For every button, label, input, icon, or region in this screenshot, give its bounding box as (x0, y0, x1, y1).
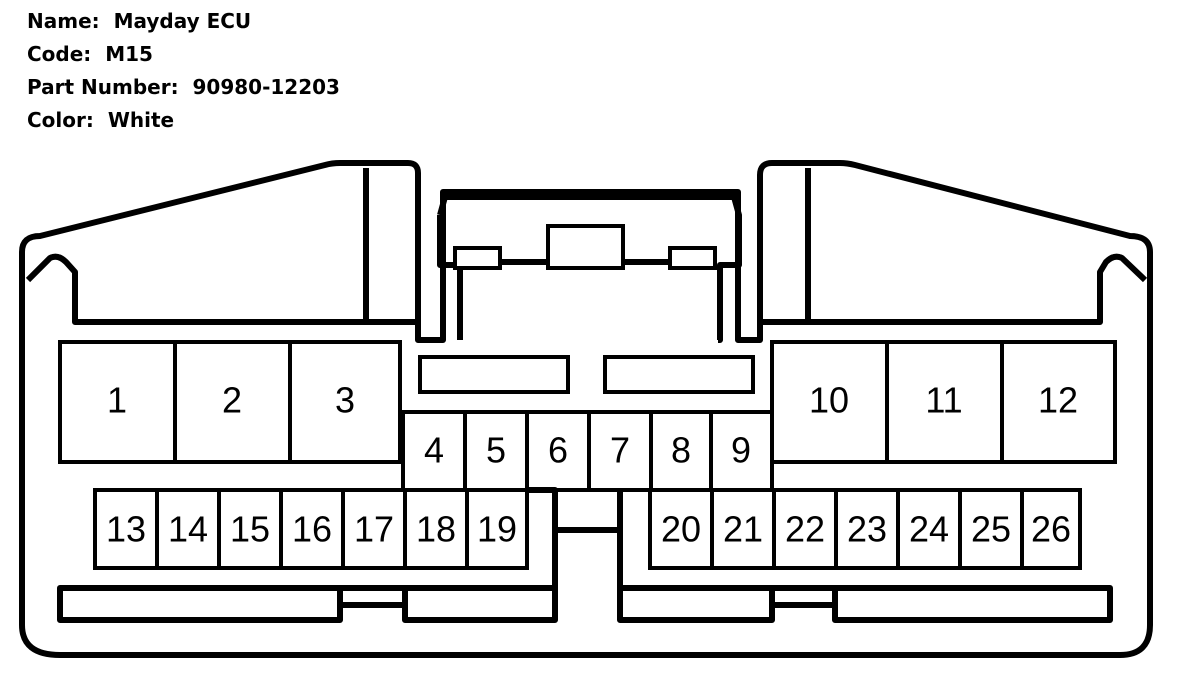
pin-5-label: 5 (486, 430, 506, 471)
pin-23-label: 23 (847, 509, 887, 550)
pin-23-cell: 23 (834, 488, 900, 570)
pin-19-label: 19 (477, 509, 517, 550)
pin-5-cell: 5 (463, 410, 529, 492)
bottom-rail-left (57, 585, 558, 623)
pin-26-label: 26 (1031, 509, 1071, 550)
pin-8-cell: 8 (649, 410, 713, 492)
pin-3-cell: 3 (288, 340, 402, 464)
pin-8-label: 8 (671, 430, 691, 471)
pin-21-cell: 21 (710, 488, 776, 570)
pin-11-cell: 11 (885, 340, 1004, 464)
pin-21-label: 21 (723, 509, 763, 550)
pin-19-cell: 19 (465, 488, 529, 570)
pin-18-label: 18 (416, 509, 456, 550)
pin-7-label: 7 (610, 430, 630, 471)
pin-1-cell: 1 (58, 340, 177, 464)
pin-1-label: 1 (107, 380, 127, 421)
name-label: Name: (27, 9, 100, 33)
pin-13-cell: 13 (93, 488, 159, 570)
key-slot-left (418, 355, 570, 394)
pin-9-cell: 9 (709, 410, 774, 492)
pin-18-cell: 18 (403, 488, 469, 570)
pin-11-label: 11 (925, 380, 962, 421)
pin-12-label: 12 (1038, 380, 1078, 421)
pin-9-label: 9 (731, 430, 751, 471)
left-shoulder-inner (25, 253, 418, 325)
latch-tab-center (546, 224, 625, 270)
part-number-label: Part Number: (27, 75, 179, 99)
connector-housing-outline (19, 160, 1153, 658)
code-value: M15 (105, 42, 153, 66)
pin-25-cell: 25 (958, 488, 1024, 570)
key-slot-right (603, 355, 755, 394)
pin-15-label: 15 (230, 509, 270, 550)
pin-3-label: 3 (335, 380, 355, 421)
code-line: Code: M15 (27, 43, 153, 65)
pin-4-cell: 4 (401, 410, 467, 492)
pin-16-label: 16 (292, 509, 332, 550)
color-line: Color: White (27, 109, 174, 131)
color-value: White (107, 108, 175, 132)
pin-24-cell: 24 (896, 488, 962, 570)
pin-17-cell: 17 (341, 488, 407, 570)
pin-7-cell: 7 (587, 410, 653, 492)
pin-2-label: 2 (222, 380, 242, 421)
pin-10-cell: 10 (770, 340, 889, 464)
pin-20-cell: 20 (648, 488, 714, 570)
pin-20-label: 20 (661, 509, 701, 550)
pin-13-label: 13 (106, 509, 146, 550)
pin-6-label: 6 (548, 430, 568, 471)
pin-25-label: 25 (971, 509, 1011, 550)
center-channel (527, 487, 623, 588)
pin-22-cell: 22 (772, 488, 838, 570)
pin-17-label: 17 (354, 509, 394, 550)
pin-15-cell: 15 (217, 488, 283, 570)
pin-12-cell: 12 (1000, 340, 1117, 464)
bottom-rail-right (617, 585, 1113, 623)
part-number-line: Part Number: 90980-12203 (27, 76, 340, 98)
right-shoulder-inner (760, 253, 1148, 325)
pin-6-cell: 6 (525, 410, 591, 492)
pin-26-cell: 26 (1020, 488, 1082, 570)
pin-2-cell: 2 (173, 340, 292, 464)
pin-24-label: 24 (909, 509, 949, 550)
pin-16-cell: 16 (279, 488, 345, 570)
pin-10-label: 10 (809, 380, 849, 421)
latch-tab-left (453, 246, 502, 270)
top-latch (437, 194, 742, 343)
name-value: Mayday ECU (113, 9, 252, 33)
code-label: Code: (27, 42, 92, 66)
pin-14-label: 14 (168, 509, 208, 550)
name-line: Name: Mayday ECU (27, 10, 251, 32)
color-label: Color: (27, 108, 94, 132)
latch-tab-right (668, 246, 717, 270)
pin-14-cell: 14 (155, 488, 221, 570)
pin-22-label: 22 (785, 509, 825, 550)
part-number-value: 90980-12203 (192, 75, 340, 99)
pin-4-label: 4 (424, 430, 444, 471)
